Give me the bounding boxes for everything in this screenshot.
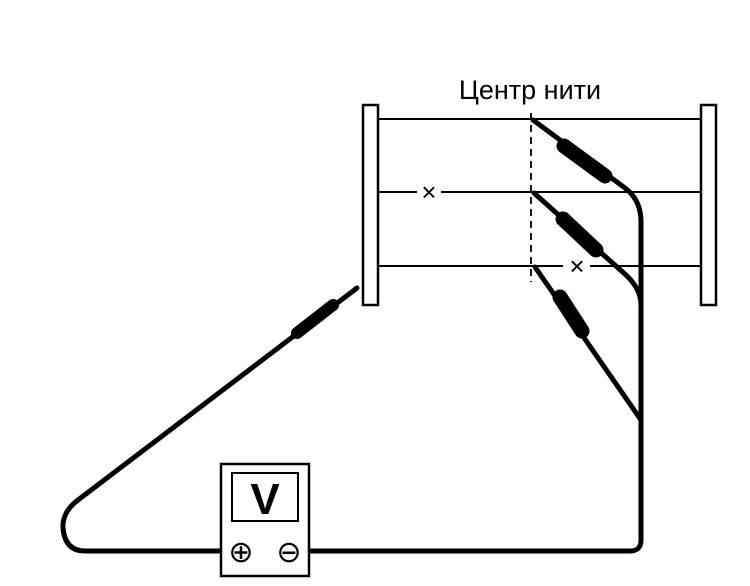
- break-marker-middle: ×: [421, 177, 436, 207]
- probe-handle-top: [556, 138, 613, 184]
- probe-wire-top: [304, 117, 644, 554]
- probe-handle-left: [291, 299, 339, 339]
- right-bus-bar: [699, 103, 718, 307]
- thread-center-label: Центр нити: [459, 75, 601, 105]
- probe-wire-middle: [531, 190, 644, 308]
- probe-wire-bottom: [532, 264, 644, 423]
- probe-handle-middle: [555, 211, 604, 258]
- break-marker-bottom: ×: [569, 251, 584, 281]
- voltmeter-display: [231, 472, 299, 522]
- negative-terminal-icon: ⊖: [276, 536, 301, 569]
- probe-handle-bottom: [552, 289, 590, 339]
- voltmeter-symbol: V: [250, 475, 280, 524]
- probe-wire-left: [60, 285, 360, 554]
- heating-threads: [378, 118, 701, 267]
- left-bus-bar: [361, 103, 380, 307]
- voltmeter: V ⊕ ⊖: [219, 462, 311, 578]
- positive-terminal-icon: ⊕: [228, 536, 253, 569]
